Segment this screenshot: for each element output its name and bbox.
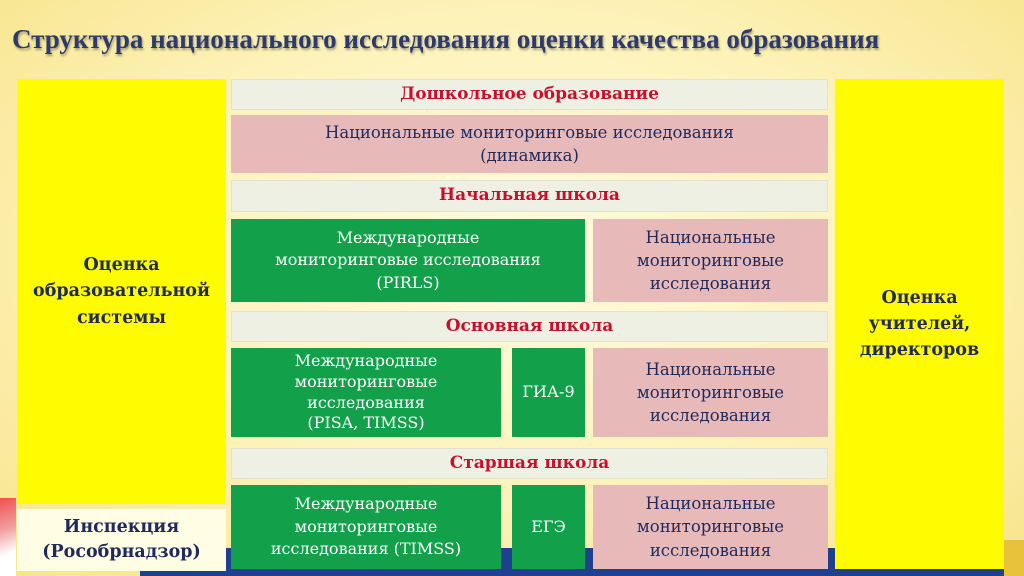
basic-international-line: (PISA, TIMSS) <box>307 413 425 433</box>
teacher-assessment-panel: Оценка учителей, директоров <box>835 79 1004 569</box>
ege-box: ЕГЭ <box>512 485 585 569</box>
primary-national-line: мониторинговые <box>636 250 785 270</box>
teacher-assessment-line: учителей, <box>868 313 971 334</box>
senior-header: Старшая школа <box>231 448 828 479</box>
basic-international-line: мониторинговые <box>294 371 438 391</box>
gia9-box: ГИА-9 <box>512 348 585 437</box>
preschool-national-line: (динамика) <box>480 146 579 165</box>
preschool-header: Дошкольное образование <box>231 79 828 110</box>
primary-national-line: исследования <box>649 274 772 294</box>
basic-national-line: мониторинговые <box>636 382 785 402</box>
inspection-line: (Рособрнадзор) <box>42 542 201 562</box>
system-assessment-line: Оценка <box>83 255 160 276</box>
inspection-line: Инспекция <box>63 516 180 537</box>
senior-international-line: Международные <box>294 494 438 514</box>
system-assessment-panel: Оценка образовательной системы <box>17 79 226 504</box>
teacher-assessment-line: директоров <box>859 340 980 361</box>
system-assessment-line: системы <box>76 307 166 328</box>
senior-international-line: мониторинговые <box>294 516 438 536</box>
primary-national-line: Национальные <box>645 227 776 247</box>
preschool-national-line: Национальные мониторинговые исследования <box>325 122 734 142</box>
basic-header: Основная школа <box>231 311 828 342</box>
preschool-national-box: Национальные мониторинговые исследования… <box>231 115 828 173</box>
decorative-bottom-band-right <box>1004 540 1024 576</box>
inspection-box: Инспекция (Рособрнадзор) <box>17 509 226 571</box>
basic-national-box: Национальные мониторинговые исследования <box>593 348 828 437</box>
system-assessment-line: образовательной <box>33 281 210 302</box>
basic-national-line: Национальные <box>645 359 776 379</box>
primary-international-box: Международные мониторинговые исследовани… <box>231 219 585 302</box>
basic-international-line: исследования <box>307 392 425 412</box>
basic-international-line: Международные <box>294 350 438 370</box>
primary-international-line: (PIRLS) <box>376 272 440 292</box>
basic-national-line: исследования <box>649 406 772 426</box>
senior-international-box: Международные мониторинговые исследовани… <box>231 485 501 569</box>
decorative-strip-left <box>0 498 16 576</box>
senior-national-box: Национальные мониторинговые исследования <box>593 485 828 569</box>
basic-international-box: Международные мониторинговые исследовани… <box>231 348 501 437</box>
senior-national-line: мониторинговые <box>636 517 785 537</box>
teacher-assessment-line: Оценка <box>881 287 958 308</box>
senior-international-line: исследования (TIMSS) <box>270 539 462 559</box>
primary-international-line: мониторинговые исследования <box>275 250 541 270</box>
primary-international-line: Международные <box>336 227 480 247</box>
primary-header: Начальная школа <box>231 180 828 212</box>
senior-national-line: Национальные <box>645 494 776 514</box>
primary-national-box: Национальные мониторинговые исследования <box>593 219 828 302</box>
senior-national-line: исследования <box>649 540 772 560</box>
page-title: Структура национального исследования оце… <box>12 24 880 54</box>
